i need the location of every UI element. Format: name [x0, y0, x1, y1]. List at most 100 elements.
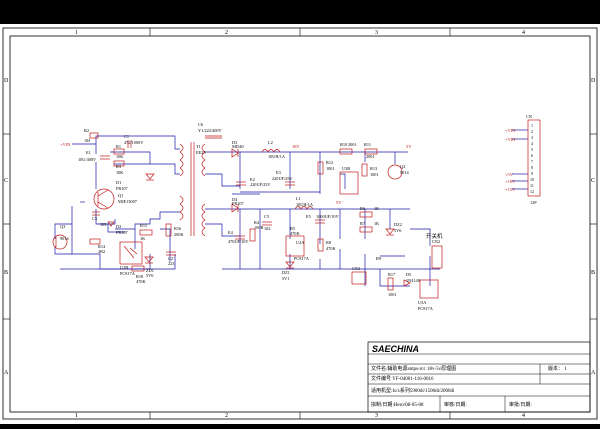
schematic-label: EE25	[196, 150, 206, 155]
schematic-label: 2001	[348, 142, 357, 147]
schematic-label: 2	[531, 129, 533, 134]
schematic-label: D4	[232, 197, 238, 202]
schematic-label: 1K	[374, 221, 380, 226]
schematic-label: 7	[531, 159, 533, 164]
connector-cn-12p	[527, 119, 541, 197]
schematic-label: 1K	[374, 206, 380, 211]
schematic-label: T1	[196, 144, 201, 149]
schematic-label: 5	[531, 147, 533, 152]
schematic-label: ZD1	[146, 268, 154, 273]
company-name: SAECHINA	[372, 344, 419, 354]
schematic-label: 1M	[84, 138, 90, 143]
schematic-label: 5V1	[282, 276, 289, 281]
schematic-label: 12	[530, 189, 534, 194]
schematic-label: 8	[531, 165, 533, 170]
row-label-d: D	[4, 78, 9, 84]
schematic-label: 3	[531, 135, 533, 140]
schematic-label: C5	[264, 214, 269, 219]
schematic-label: R16	[174, 226, 182, 231]
doc-number: 文件编号 YF-04001-116-0016	[371, 375, 434, 382]
col-label-3-bottom: 3	[375, 413, 378, 419]
schematic-label: FR107	[232, 201, 245, 206]
schematic-label: C1	[124, 134, 129, 139]
schematic-label: 1000UF/10V	[316, 214, 340, 219]
schematic-label: C3	[92, 216, 97, 221]
schematic-label: R12	[326, 160, 333, 165]
outer-frame	[2, 27, 598, 420]
wires	[54, 129, 528, 287]
row-label-b-right: B	[591, 270, 595, 276]
schematic-label: R15	[140, 223, 147, 228]
schematic-label: R5	[290, 226, 295, 231]
power-switch-label: 开关机	[426, 232, 443, 240]
schematic-label: D5	[406, 272, 411, 277]
col-label-1-bottom: 1	[75, 413, 78, 419]
schematic-label: R17	[388, 272, 396, 277]
schematic-label: 220UF/25V	[250, 182, 271, 187]
schematic-label: SB540	[232, 144, 244, 149]
schematic-label: R1	[116, 144, 121, 149]
schematic-label: R2	[84, 128, 89, 133]
version-label: 版本： 1	[548, 365, 567, 372]
schematic-sheet: 1 2 3 4 1 2 3 4 D C B A D C B A	[0, 24, 600, 424]
connector-pins: 1 2 3 4 5 6 7 8 9 10 11 12	[530, 123, 534, 194]
schematic-label: 1001	[326, 166, 335, 171]
schematic-label: R13	[370, 166, 377, 171]
schematic-label: R6	[360, 206, 366, 211]
schematic-label: Q2	[400, 164, 405, 169]
schematic-label: 5V6	[146, 273, 154, 278]
col-label-3: 3	[375, 30, 378, 36]
schematic-label: D2	[116, 224, 121, 229]
schematic-label: R18	[136, 274, 143, 279]
row-label-c-right: C	[591, 178, 595, 184]
schematic-label: R14	[98, 244, 106, 249]
schematic-label: 11	[530, 183, 534, 188]
schematic-label: 6	[531, 153, 533, 158]
schematic-label: C6	[198, 122, 204, 127]
top-bar	[0, 0, 600, 24]
schematic-svg: 1 2 3 4 1 2 3 4 D C B A D C B A	[2, 27, 598, 420]
schematic-label: R4	[254, 220, 260, 225]
net-5v: +5V	[505, 172, 514, 177]
resistor-r1	[113, 148, 125, 155]
schematic-label: R7	[360, 221, 366, 226]
schematic-label: 1001	[370, 172, 379, 177]
col-label-2: 2	[225, 30, 228, 36]
schematic-label: L2	[268, 140, 273, 145]
schematic-label: DZ1	[282, 270, 290, 275]
schematic-label: R10	[340, 142, 347, 147]
schematic-label: L1	[296, 196, 301, 201]
schematic-label: CN2	[432, 239, 440, 244]
schematic-label: E2	[250, 177, 255, 182]
components	[52, 119, 541, 299]
row-label-c: C	[4, 178, 8, 184]
schematic-label: 472/1000V	[124, 140, 144, 145]
schematic-label: Y1/222/400V	[198, 128, 223, 133]
schematic-label: 10K	[116, 154, 124, 159]
schematic-label: DZ2	[394, 222, 402, 227]
schematic-label: R9	[376, 256, 381, 261]
schematic-label: 470K	[290, 231, 300, 236]
schematic-label: 100R	[254, 225, 263, 230]
net-vin-left: +VIN	[60, 142, 71, 147]
schematic-label: 220UF/25V	[272, 176, 293, 181]
schematic-label: 10UH/1A	[268, 154, 286, 159]
schematic-label: 2001	[366, 154, 375, 159]
schematic-label: FR107	[116, 186, 129, 191]
transformer-t1	[179, 142, 206, 237]
net-18v: +18V	[505, 179, 516, 184]
net-5v-b: 5V	[336, 200, 342, 205]
schematic-label: R11	[364, 142, 371, 147]
net-18v-out: 18V	[292, 144, 301, 149]
schematic-label: 9	[531, 171, 533, 176]
col-label-2-bottom: 2	[225, 413, 228, 419]
schematic-label: 223	[168, 261, 174, 266]
schematic-label: Q3	[60, 224, 65, 229]
net-vin-2: +VIN	[505, 137, 516, 142]
drawn-date: 拟制/日期:Hero/08-05-08	[371, 401, 424, 408]
transistor-q3	[52, 234, 68, 250]
applicable-model: 适用机型:Is/x系列5900di/1500di/2000di	[371, 387, 455, 394]
schematic-label: 470UF/10V	[228, 239, 249, 244]
title-block	[367, 341, 591, 413]
schematic-label: 10	[530, 177, 534, 182]
